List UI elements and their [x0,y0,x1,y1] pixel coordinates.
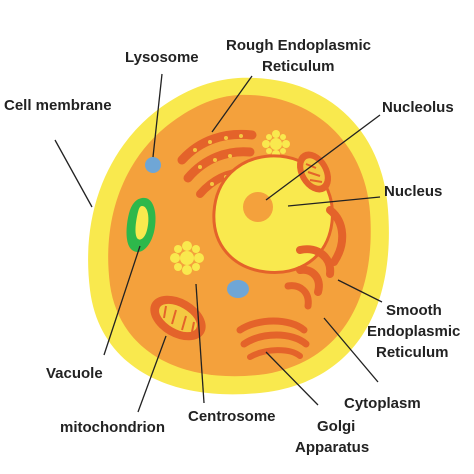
leader-nucleus [287,196,381,207]
mitochondrion-bottom-shape [150,295,206,341]
leader-rough-er [211,75,253,133]
label-smooth-er-line2: Endoplasmic [367,323,460,340]
label-rough-er-line2: Reticulum [262,58,335,75]
golgi-shape [236,317,310,360]
label-nucleus: Nucleus [384,183,442,200]
label-mitochondrion: mitochondrion [60,419,165,436]
label-smooth-er-line1: Smooth [386,302,442,319]
leader-smooth-er [337,279,383,303]
lysosome-bottom-shape [227,280,249,298]
nucleolus-shape [243,192,273,222]
leader-cell-membrane [54,139,93,208]
small-star-shape [262,130,290,158]
vacuole-highlight [135,206,149,240]
leader-mitochondrion [137,335,167,413]
leader-vacuole [103,245,141,356]
leader-golgi [265,351,319,406]
label-nucleolus: Nucleolus [382,99,454,116]
label-rough-er-line1: Rough Endoplasmic [226,37,371,54]
label-lysosome: Lysosome [125,49,199,66]
leader-lysosome [152,73,163,158]
label-vacuole: Vacuole [46,365,103,382]
leader-centrosome [195,283,205,404]
leader-nucleolus [265,114,381,201]
label-golgi-line1: Golgi [317,418,355,435]
mitochondrion-top-shape [296,151,332,193]
leader-lines [54,73,383,413]
label-cytoplasm: Cytoplasm [344,395,421,412]
smooth-er-shape [284,206,347,310]
label-cell-membrane: Cell membrane [4,97,112,114]
leader-cytoplasm [323,317,379,383]
label-smooth-er-line3: Reticulum [376,344,449,361]
label-golgi-line2: Apparatus [295,439,369,456]
lysosome-shape [145,157,161,173]
label-centrosome: Centrosome [188,408,276,425]
centrosome-shape [170,241,204,275]
